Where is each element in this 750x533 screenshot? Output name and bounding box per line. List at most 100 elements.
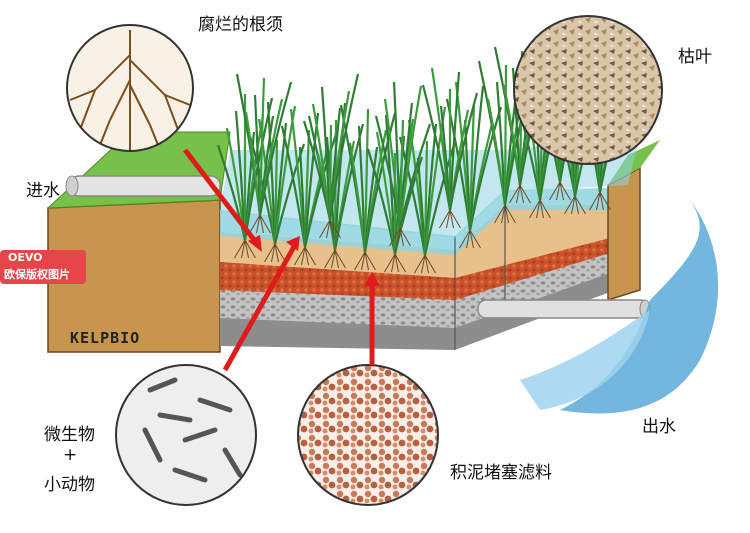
label-rotten-roots: 腐烂的根须 [198,15,283,35]
reed-root [259,214,271,234]
reed-root [589,191,601,211]
reed-blade [398,85,423,229]
watermark-caption: 欧保版权图片 [4,268,70,281]
watermark-logo: OEVO [8,251,43,264]
reed-root [354,251,366,271]
label-water-out: 出水 [642,417,676,437]
reed-root [529,199,541,219]
label-microbes: 微生物 [44,425,95,445]
reed-root [304,246,309,266]
reed-root [469,229,474,249]
reed-root [331,249,336,269]
reed-root [421,254,426,274]
arrow-microbes [222,243,298,372]
reed-root [396,227,401,247]
reed-root [259,214,264,234]
reed-blade [363,108,370,253]
reed-root [564,195,576,215]
reed-root [241,239,246,259]
reed-root [364,251,376,271]
reed-root [504,204,509,224]
watermark-badge: OEVO 欧保版权图片 [0,250,86,284]
reed-root [519,184,531,204]
reed-root [256,214,261,234]
reed-root [244,239,256,259]
outflow-water [520,200,719,414]
leaves-magnifier [513,15,663,165]
label-plus: + [63,445,78,465]
reed-root [516,184,521,204]
reed-root [329,219,341,239]
reed-root [599,191,604,211]
reed-root [384,253,396,273]
reed-blade [398,123,432,229]
label-dead-leaves: 枯叶 [678,47,712,67]
reed-root [449,209,454,229]
reed-root [264,243,276,263]
left-soil-block [46,131,231,353]
reed-root [596,191,601,211]
reed-blade [258,81,293,216]
reed-root [326,219,331,239]
reed-root [509,184,521,204]
reed-root [329,219,334,239]
reed-root [244,239,249,259]
reed-root [319,219,331,239]
reed-root [519,184,524,204]
reed-root [536,199,541,219]
reed-root [559,181,564,201]
reed-root [274,243,286,263]
reed-root [391,253,396,273]
reed-root [249,214,261,234]
reed-root [501,204,506,224]
label-water-in: 进水 [26,181,60,201]
clogged-media-magnifier [297,364,439,506]
reed-blade [503,64,508,206]
outlet-pipe [477,299,651,319]
arrow-roots [183,148,260,247]
reed-root [361,251,366,271]
reed-root [324,249,336,269]
reed-root [439,209,451,229]
reed-root [466,229,471,249]
reed-root [446,209,451,229]
reed-blade [448,92,479,211]
roots-magnifier [66,24,194,152]
reed-root [424,254,436,274]
reed-root [539,199,551,219]
reed-root [394,253,406,273]
reed-root [294,246,306,266]
reed-root [399,227,411,247]
reed-root [394,253,399,273]
reed-blade [468,85,485,231]
reed-root [271,243,276,263]
reed-root [556,181,561,201]
inlet-pipe [65,175,221,197]
label-small-animals: 小动物 [44,475,95,495]
reed-root [459,229,471,249]
reed-root [504,204,516,224]
reed-root [414,254,426,274]
reed-blade [328,73,360,221]
reed-root [334,249,339,269]
reed-root [389,227,401,247]
reed-root [574,195,579,215]
reed-root [574,195,586,215]
reed-blade [448,71,461,211]
microbes-magnifier [115,364,257,506]
reed-root [334,249,346,269]
reed-root [304,246,316,266]
reed-root [469,229,481,249]
reed-root [539,199,544,219]
reed-root [449,209,461,229]
reed-root [549,181,561,201]
filter-layers [220,188,610,350]
reed-blade [303,133,338,248]
indicator-arrows [183,148,380,372]
reed-blade [468,106,503,231]
reed-root [274,243,279,263]
label-clogged-media: 积泥堵塞滤料 [450,463,552,483]
reed-root [364,251,369,271]
